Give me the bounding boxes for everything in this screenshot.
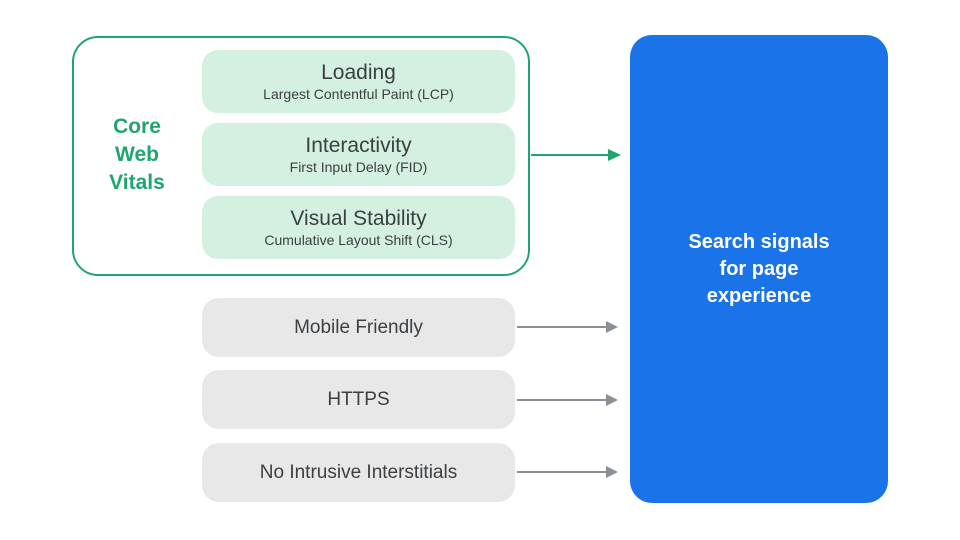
signal-box-https: HTTPS: [202, 370, 515, 429]
arrow-head-icon: [606, 394, 618, 406]
arrow-line: [531, 154, 608, 156]
core-web-vitals-label: Core Web Vitals: [109, 115, 165, 194]
vital-title-loading: Loading: [321, 61, 396, 84]
signal-label-mobile-friendly: Mobile Friendly: [294, 316, 423, 338]
search-signals-box: Search signals for page experience: [630, 35, 888, 503]
signal-box-mobile-friendly: Mobile Friendly: [202, 298, 515, 357]
arrow-head-icon: [608, 149, 621, 161]
vital-box-interactivity: Interactivity First Input Delay (FID): [202, 123, 515, 186]
arrow-line: [517, 326, 606, 328]
vital-subtitle-lcp: Largest Contentful Paint (LCP): [263, 86, 454, 102]
vital-subtitle-cls: Cumulative Layout Shift (CLS): [264, 232, 453, 248]
vital-box-visual-stability: Visual Stability Cumulative Layout Shift…: [202, 196, 515, 259]
vital-title-interactivity: Interactivity: [305, 134, 412, 157]
vital-title-visual-stability: Visual Stability: [290, 207, 427, 230]
signal-box-no-intrusive-interstitials: No Intrusive Interstitials: [202, 443, 515, 502]
arrow-line: [517, 399, 606, 401]
signal-label-no-intrusive-interstitials: No Intrusive Interstitials: [259, 461, 458, 483]
search-signals-label: Search signals for page experience: [688, 230, 830, 307]
signal-label-https: HTTPS: [327, 388, 390, 410]
vital-subtitle-fid: First Input Delay (FID): [289, 159, 428, 175]
arrow-line: [517, 471, 606, 473]
vital-box-loading: Loading Largest Contentful Paint (LCP): [202, 50, 515, 113]
arrow-head-icon: [606, 466, 618, 478]
arrow-head-icon: [606, 321, 618, 333]
